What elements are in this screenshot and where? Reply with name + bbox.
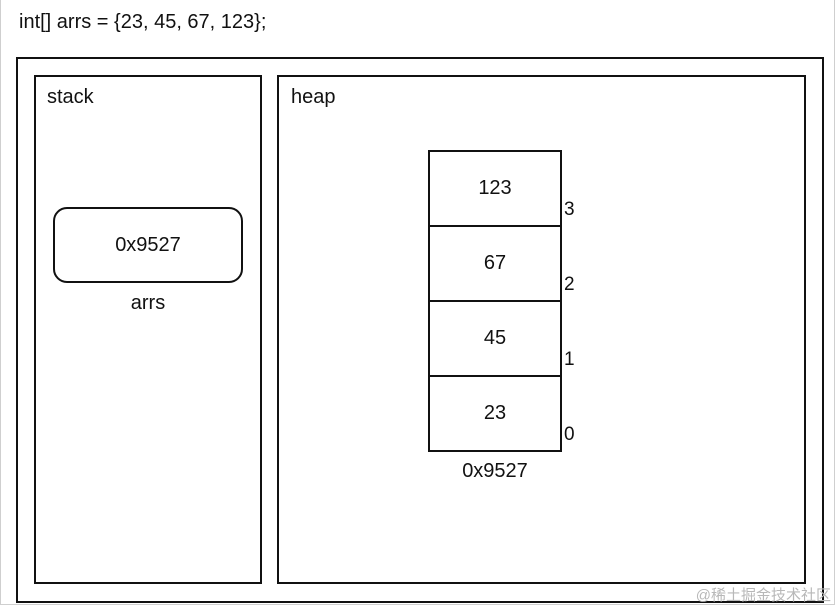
- array-cell: 123: [428, 150, 562, 227]
- array-cell-index: 3: [564, 199, 575, 220]
- array-cell: 67: [428, 225, 562, 302]
- stack-label: stack: [47, 86, 94, 108]
- heap-panel: [277, 75, 806, 584]
- stack-variable-value: 0x9527: [115, 233, 181, 256]
- stack-variable-box: 0x9527: [53, 207, 243, 283]
- array-cell-value: 67: [483, 252, 507, 274]
- array-cell-index: 1: [564, 349, 575, 370]
- heap-label: heap: [291, 86, 336, 108]
- array-cell-index: 0: [564, 424, 575, 445]
- array-cell-value: 45: [483, 327, 507, 349]
- watermark: @稀土掘金技术社区: [695, 587, 831, 604]
- code-line: int[] arrs = {23, 45, 67, 123};: [19, 11, 267, 33]
- array-cell-value: 123: [478, 177, 512, 199]
- array-cell: 23: [428, 375, 562, 452]
- array-cell-index: 2: [564, 274, 575, 295]
- stack-variable-name: arrs: [130, 292, 166, 314]
- array-address: 0x9527: [462, 460, 528, 482]
- array-cell-value: 23: [483, 402, 507, 424]
- memory-diagram-frame: [16, 57, 824, 603]
- array-cell: 45: [428, 300, 562, 377]
- stack-panel: [34, 75, 262, 584]
